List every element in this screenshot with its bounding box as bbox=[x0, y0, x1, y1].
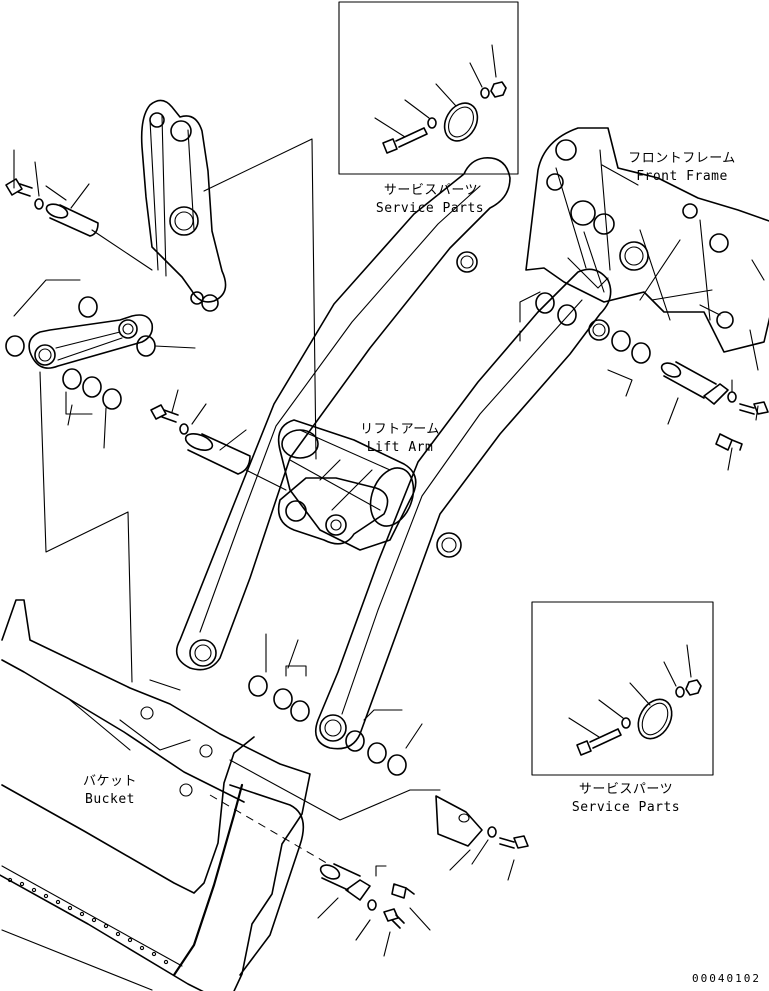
bolt-icon bbox=[499, 835, 529, 849]
washer-icon bbox=[621, 717, 631, 729]
front-frame-label-en: Front Frame bbox=[636, 169, 728, 184]
bolt-icon bbox=[382, 127, 428, 154]
lift-arm-label-en: Lift Arm bbox=[366, 440, 434, 455]
bucket bbox=[0, 599, 311, 991]
shim-icon bbox=[611, 330, 631, 352]
bucket-label-en: Bucket bbox=[85, 792, 135, 807]
drawing-code: 00040102 bbox=[692, 972, 761, 985]
front-frame-label-jp: フロントフレーム bbox=[628, 151, 736, 166]
nut-icon bbox=[490, 81, 507, 98]
spring-washer-icon bbox=[675, 686, 685, 698]
service-parts-box-top bbox=[338, 1, 519, 175]
shim-icon bbox=[82, 376, 102, 398]
pin-icon bbox=[319, 863, 371, 901]
shim-icon bbox=[367, 742, 387, 764]
front-frame bbox=[525, 127, 769, 353]
grease-fitting-icon bbox=[715, 433, 743, 451]
lock-ring-icon bbox=[637, 698, 673, 740]
washer-icon bbox=[179, 423, 189, 435]
service-parts-label-top-en: Service Parts bbox=[375, 201, 485, 216]
bell-crank bbox=[140, 99, 227, 312]
service-parts-box-bottom bbox=[531, 601, 714, 776]
bucket-label-jp: バケット bbox=[82, 774, 137, 789]
washer-icon bbox=[727, 391, 737, 403]
shim-icon bbox=[535, 292, 555, 314]
pin-icon bbox=[184, 433, 251, 475]
lock-ring-icon bbox=[443, 102, 479, 142]
grease-fitting-icon bbox=[391, 883, 415, 899]
service-parts-label-top-jp: サービスパーツ bbox=[383, 183, 479, 198]
shim-icon bbox=[102, 388, 122, 410]
bolt-icon bbox=[383, 908, 405, 929]
shim-icon bbox=[5, 335, 25, 357]
bolt-holes bbox=[7, 877, 169, 965]
shim-icon bbox=[248, 675, 268, 697]
spring-washer-icon bbox=[480, 87, 490, 99]
bolt-icon bbox=[150, 404, 179, 423]
pin-icon bbox=[45, 203, 99, 237]
bolt-icon bbox=[739, 401, 769, 415]
service-parts-label-bottom-jp: サービスパーツ bbox=[578, 782, 674, 797]
shim-icon bbox=[387, 754, 407, 776]
pin-icon bbox=[660, 361, 729, 405]
washer-icon bbox=[427, 117, 437, 129]
shim-icon bbox=[290, 700, 310, 722]
lift-arm-label-jp: リフトアーム bbox=[360, 422, 440, 437]
service-parts-label-bottom-en: Service Parts bbox=[571, 800, 681, 815]
washer-icon bbox=[367, 899, 377, 911]
pin-icon bbox=[435, 795, 483, 847]
bolt-icon bbox=[576, 728, 622, 756]
shim-icon bbox=[557, 304, 577, 326]
shim-icon bbox=[62, 368, 82, 390]
shim-icon bbox=[631, 342, 651, 364]
shim-icon bbox=[78, 296, 98, 318]
washer-icon bbox=[34, 198, 44, 210]
nut-icon bbox=[685, 679, 702, 696]
shim-icon bbox=[345, 730, 365, 752]
bolt-icon bbox=[5, 178, 33, 197]
lift-arm bbox=[175, 157, 612, 750]
shim-icon bbox=[273, 688, 293, 710]
washer-icon bbox=[487, 826, 497, 838]
link-rod bbox=[28, 314, 154, 369]
